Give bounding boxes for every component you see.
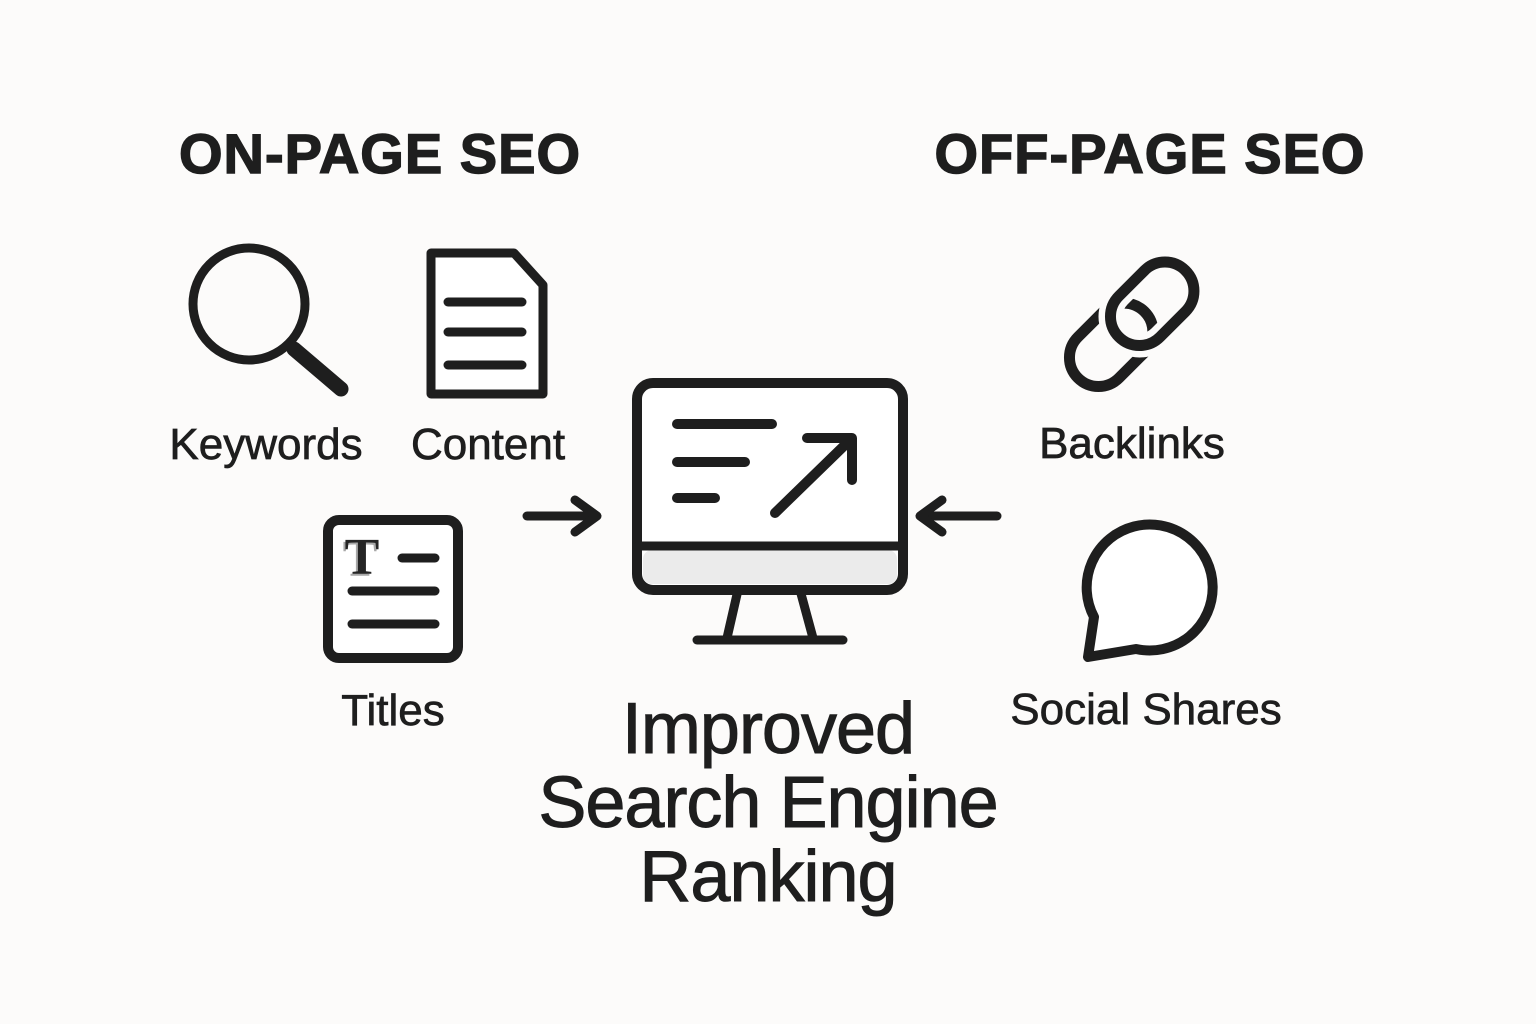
magnifier-icon	[188, 240, 352, 398]
off-page-seo-heading: OFF-PAGE SEO	[934, 122, 1366, 185]
document-icon	[422, 247, 550, 400]
title-document-icon: T T	[322, 515, 464, 663]
arrow-right-icon	[521, 494, 605, 538]
speech-bubble-icon	[1078, 513, 1224, 665]
center-ranking-line-2: Search Engine	[538, 763, 999, 843]
backlinks-label: Backlinks	[1039, 419, 1226, 468]
on-page-seo-heading: ON-PAGE SEO	[178, 122, 582, 185]
center-ranking-line-3: Ranking	[639, 837, 898, 917]
center-ranking-label: Improved Search Engine Ranking	[538, 689, 999, 917]
title-glyph: T	[345, 529, 380, 586]
monitor-rising-chart-icon	[632, 378, 908, 648]
content-label: Content	[410, 420, 566, 469]
keywords-label: Keywords	[169, 420, 363, 469]
center-ranking-line-1: Improved	[621, 689, 915, 769]
arrow-left-icon	[912, 494, 1002, 538]
title-glyph-shadow: T	[343, 531, 378, 588]
social-shares-label: Social Shares	[1010, 685, 1282, 734]
chain-link-icon	[1053, 247, 1209, 403]
titles-label: Titles	[341, 686, 445, 735]
